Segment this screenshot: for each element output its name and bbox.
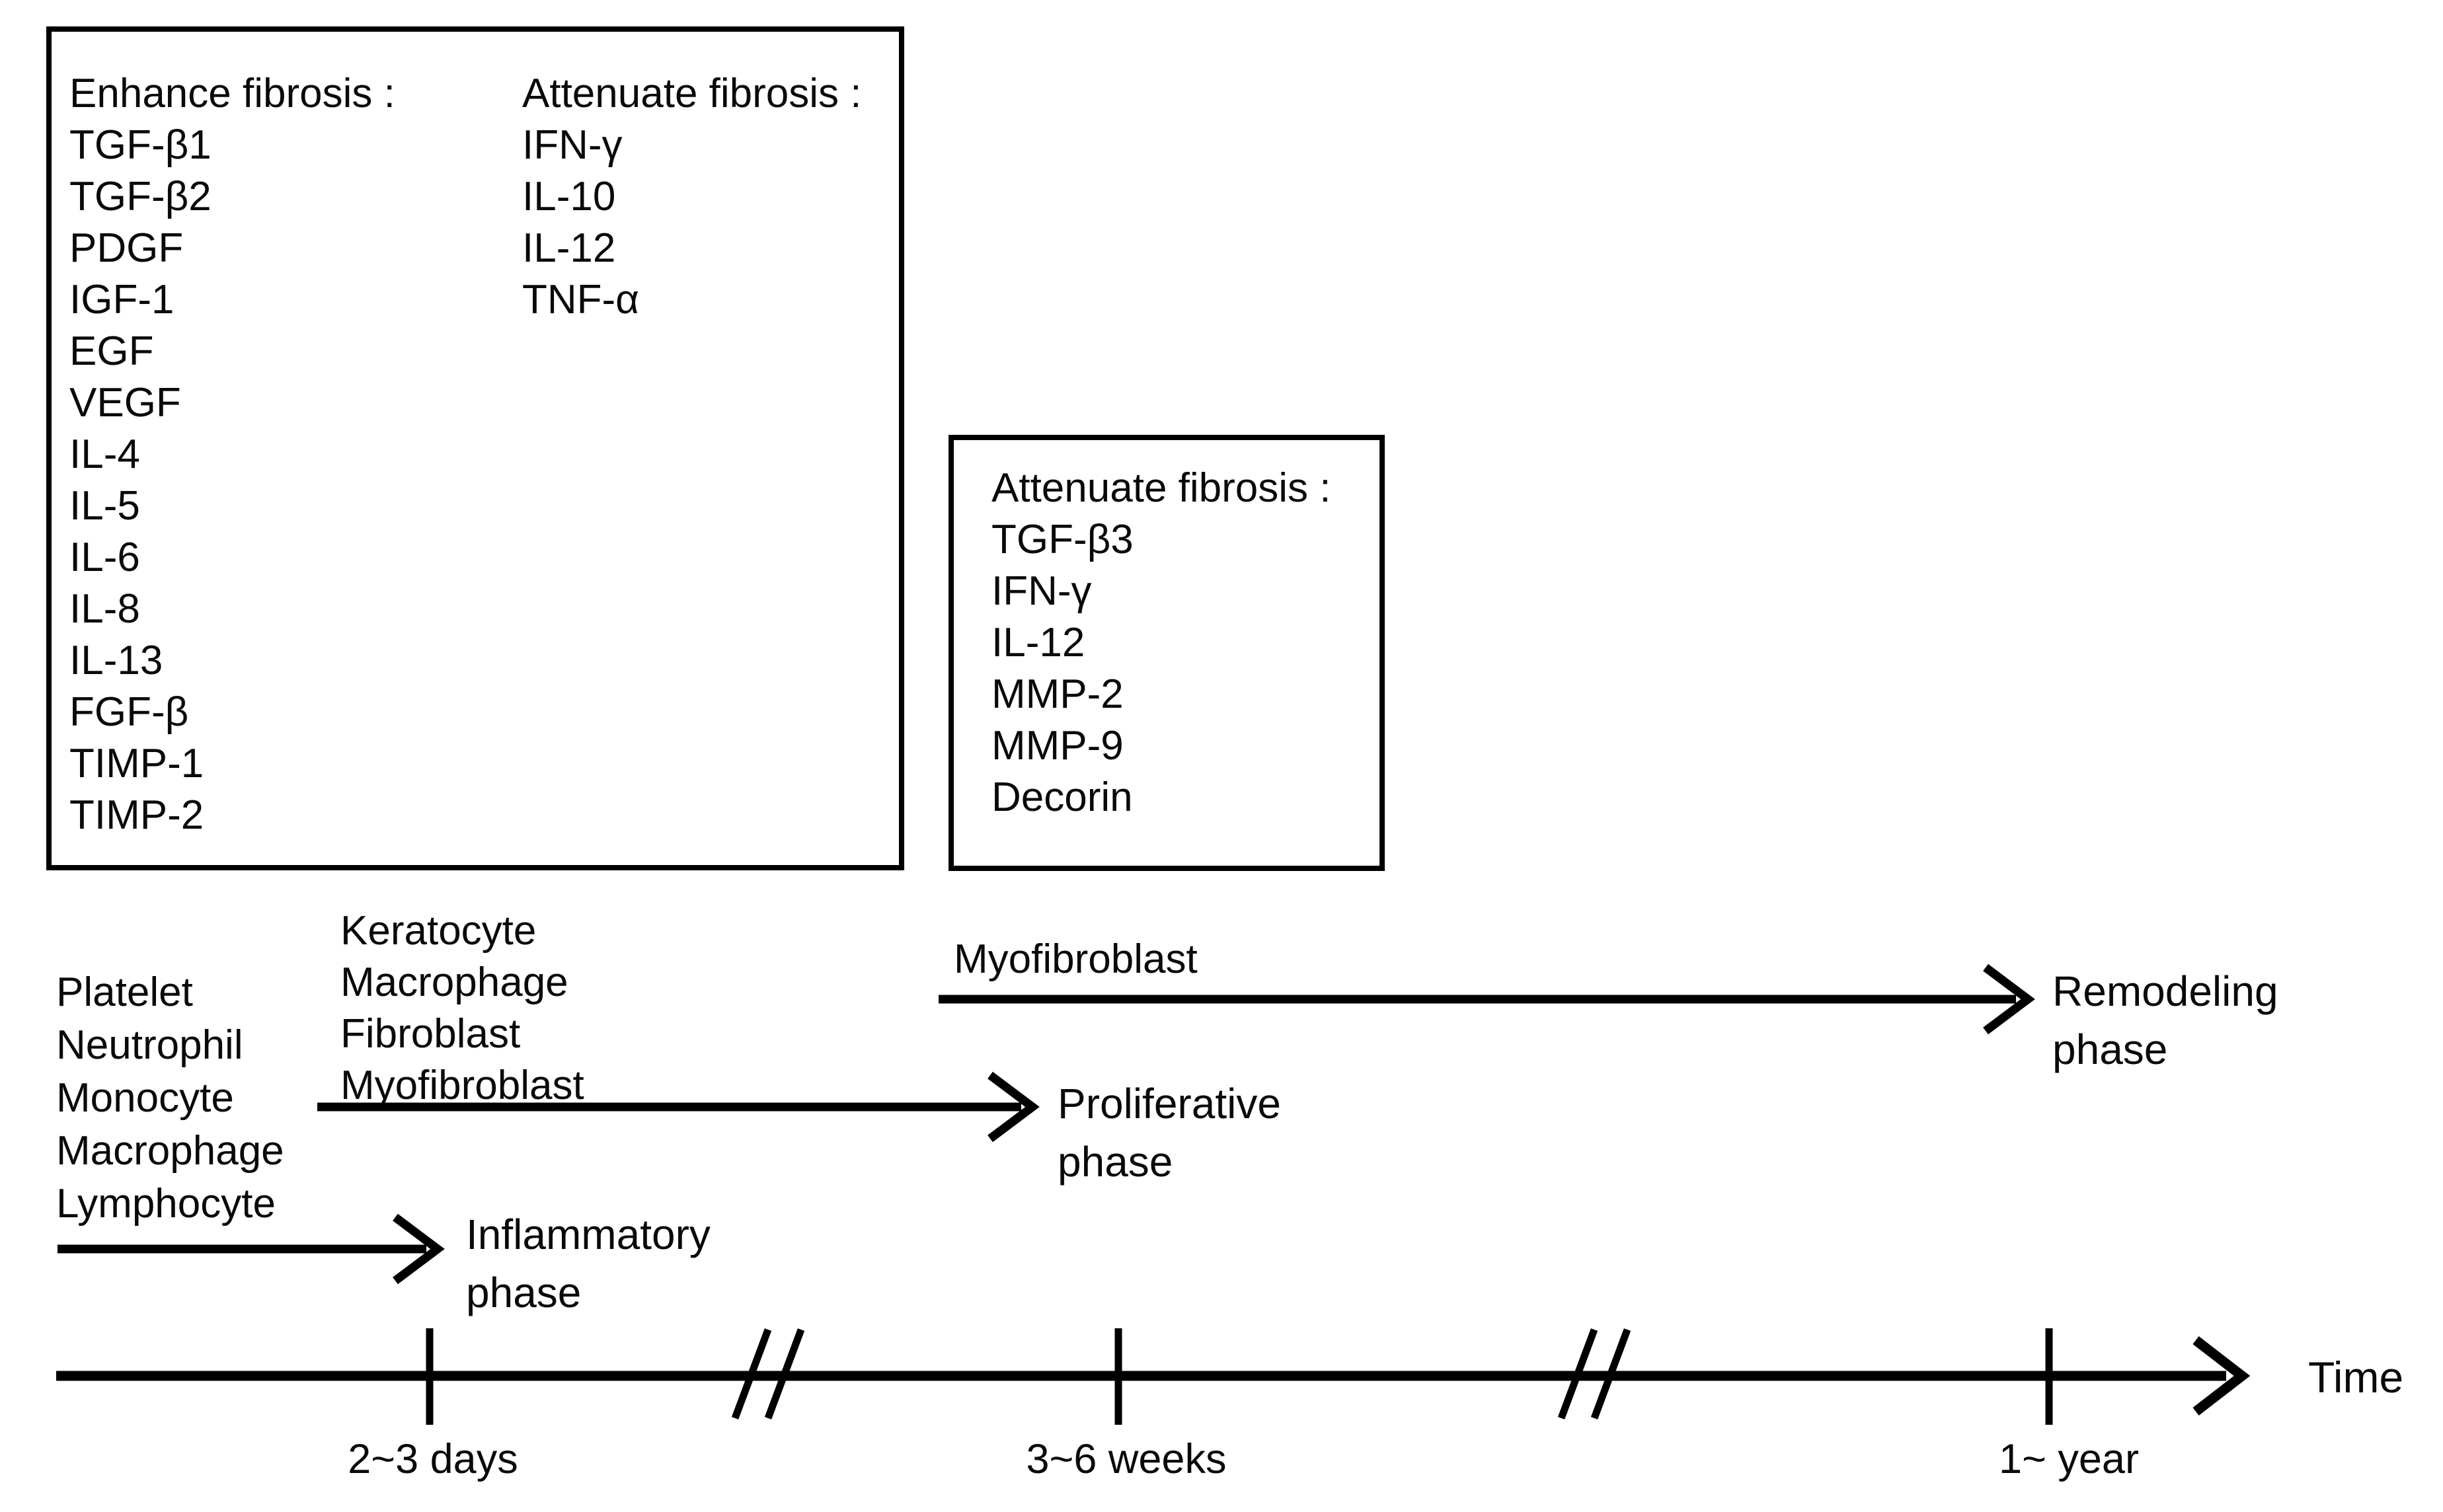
phase-label-line: Inflammatory bbox=[466, 1211, 711, 1258]
cell-item: Myofibroblast bbox=[340, 1063, 584, 1108]
proliferative-cells-list: Keratocyte Macrophage Fibroblast Myofibr… bbox=[340, 905, 584, 1112]
arrowhead-icon bbox=[393, 1213, 445, 1285]
inflammatory-cells-list: Platelet Neutrophil Monocyte Macrophage … bbox=[56, 966, 284, 1230]
attenuate-fibrosis-title-late: Attenuate fibrosis : bbox=[991, 465, 1331, 511]
proliferative-phase-arrow bbox=[317, 1071, 1040, 1143]
cell-item: Keratocyte bbox=[340, 908, 537, 954]
enhance-fibrosis-column: Enhance fibrosis : TGF-β1 TGF-β2 PDGF IG… bbox=[69, 68, 395, 841]
inflammatory-phase-arrow bbox=[58, 1213, 445, 1285]
attenuate-item: IL-10 bbox=[522, 174, 616, 219]
axis-break-2 bbox=[1557, 1328, 1631, 1419]
enhance-item: IL-6 bbox=[69, 535, 140, 580]
remodeling-cells-list: Myofibroblast bbox=[954, 933, 1198, 986]
tick-label-year: 1~ year bbox=[1999, 1436, 2139, 1482]
enhance-item: TIMP-1 bbox=[69, 741, 204, 786]
cytokine-box-early bbox=[46, 26, 904, 870]
attenuate-item: IL-12 bbox=[991, 620, 1085, 665]
attenuate-item: IFN-γ bbox=[522, 122, 623, 168]
enhance-item: IL-5 bbox=[69, 483, 140, 529]
time-axis-label: Time bbox=[2308, 1353, 2404, 1402]
cell-item: Fibroblast bbox=[340, 1011, 521, 1057]
inflammatory-phase-label: Inflammatory phase bbox=[466, 1205, 711, 1322]
enhance-item: EGF bbox=[69, 328, 154, 374]
phase-label-line: phase bbox=[1058, 1138, 1173, 1186]
attenuate-item: TNF-α bbox=[522, 277, 640, 322]
enhance-item: VEGF bbox=[69, 380, 181, 426]
cell-item: Myofibroblast bbox=[954, 936, 1198, 982]
attenuate-item: MMP-9 bbox=[991, 723, 1124, 769]
phase-label-line: Proliferative bbox=[1058, 1080, 1281, 1127]
enhance-item: IL-4 bbox=[69, 432, 140, 477]
attenuate-item: IFN-γ bbox=[991, 568, 1092, 614]
arrowhead-icon bbox=[2192, 1336, 2251, 1416]
attenuate-item: IL-12 bbox=[522, 225, 616, 271]
attenuate-fibrosis-column-late: Attenuate fibrosis : TGF-β3 IFN-γ IL-12 … bbox=[991, 463, 1331, 823]
phase-label-line: Remodeling bbox=[2052, 967, 2278, 1015]
attenuate-fibrosis-column-early: Attenuate fibrosis : IFN-γ IL-10 IL-12 T… bbox=[522, 68, 862, 326]
tick-label-days: 2~3 days bbox=[348, 1436, 518, 1482]
remodeling-phase-arrow bbox=[939, 964, 2035, 1035]
cell-item: Macrophage bbox=[56, 1128, 284, 1174]
cell-item: Lymphocyte bbox=[56, 1181, 276, 1227]
break-stroke bbox=[764, 1328, 805, 1419]
enhance-item: TGF-β2 bbox=[69, 174, 212, 219]
enhance-item: IL-8 bbox=[69, 586, 140, 632]
cytokine-box-proliferative bbox=[949, 435, 1385, 871]
break-stroke bbox=[1590, 1328, 1631, 1419]
enhance-item: TGF-β1 bbox=[69, 122, 212, 168]
time-axis bbox=[56, 1328, 2251, 1425]
enhance-item: TIMP-2 bbox=[69, 792, 204, 838]
phase-label-line: phase bbox=[466, 1269, 582, 1316]
attenuate-item: TGF-β3 bbox=[991, 517, 1134, 562]
proliferative-phase-label: Proliferative phase bbox=[1058, 1075, 1281, 1191]
enhance-item: PDGF bbox=[69, 225, 184, 271]
cell-item: Neutrophil bbox=[56, 1022, 243, 1068]
enhance-item: IL-13 bbox=[69, 638, 163, 683]
enhance-fibrosis-title: Enhance fibrosis : bbox=[69, 71, 395, 116]
attenuate-item: MMP-2 bbox=[991, 671, 1124, 717]
enhance-item: FGF-β bbox=[69, 689, 189, 735]
attenuate-item: Decorin bbox=[991, 775, 1133, 820]
remodeling-phase-label: Remodeling phase bbox=[2052, 962, 2278, 1078]
cell-item: Macrophage bbox=[340, 960, 568, 1005]
arrowhead-icon bbox=[1983, 964, 2035, 1035]
tick-label-weeks: 3~6 weeks bbox=[1026, 1436, 1227, 1482]
break-stroke bbox=[1557, 1328, 1598, 1419]
axis-break-1 bbox=[731, 1328, 805, 1419]
enhance-item: IGF-1 bbox=[69, 277, 174, 322]
cell-item: Platelet bbox=[56, 969, 193, 1015]
arrowhead-icon bbox=[988, 1071, 1040, 1143]
attenuate-fibrosis-title-early: Attenuate fibrosis : bbox=[522, 71, 862, 116]
cell-item: Monocyte bbox=[56, 1075, 234, 1121]
break-stroke bbox=[731, 1328, 772, 1419]
phase-label-line: phase bbox=[2052, 1026, 2168, 1073]
